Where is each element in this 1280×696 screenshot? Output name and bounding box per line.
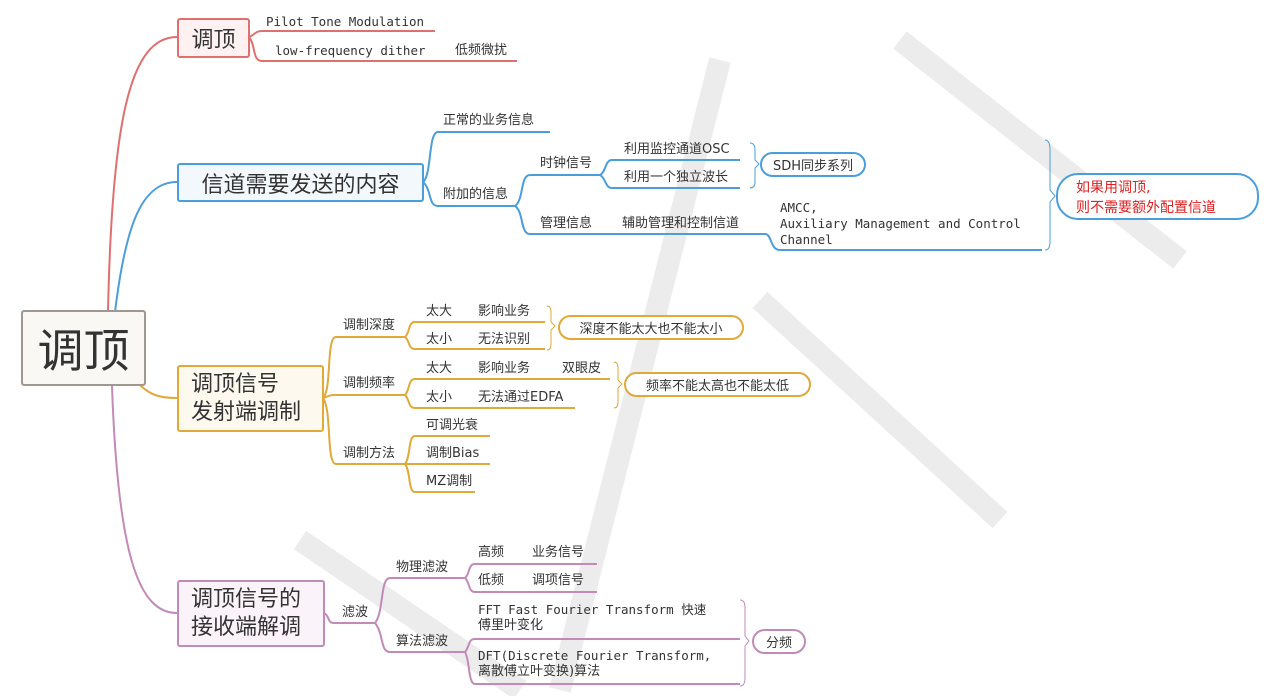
- amcc-line: Channel: [780, 232, 833, 247]
- node-high-freq-signal[interactable]: 业务信号: [532, 545, 585, 560]
- node-freq-too-low-effect[interactable]: 无法通过EDFA: [478, 390, 564, 405]
- node-management-info[interactable]: 管理信息: [540, 216, 593, 231]
- node-filter[interactable]: 滤波: [342, 605, 369, 620]
- dft-line: 离散傅立叶变换)算法: [478, 664, 601, 679]
- summary-frequency-split[interactable]: 分频: [752, 629, 806, 654]
- topic-channel-content[interactable]: 信道需要发送的内容: [177, 163, 424, 202]
- node-freq-too-high-effect[interactable]: 影响业务: [478, 361, 531, 376]
- node-high-freq[interactable]: 高频: [478, 545, 505, 560]
- node-mod-depth[interactable]: 调制深度: [343, 318, 396, 333]
- node-depth-too-small-effect[interactable]: 无法识别: [478, 332, 531, 347]
- node-depth-too-small[interactable]: 太小: [426, 332, 453, 347]
- summary-label: 频率不能太高也不能太低: [645, 379, 789, 394]
- node-algo-filter[interactable]: 算法滤波: [396, 634, 449, 649]
- node-mz[interactable]: MZ调制: [426, 474, 473, 489]
- node-depth-too-big-effect[interactable]: 影响业务: [478, 304, 531, 319]
- root-topic[interactable]: 调顶: [21, 310, 146, 386]
- node-separate-wavelength[interactable]: 利用一个独立波长: [624, 170, 729, 185]
- summary-frequency[interactable]: 频率不能太高也不能太低: [624, 372, 811, 397]
- topic-pilot-tone[interactable]: 调顶: [177, 18, 250, 58]
- node-low-frequency-dither[interactable]: low-frequency dither: [275, 43, 426, 58]
- node-low-freq-signal[interactable]: 调项信号: [532, 573, 585, 588]
- amcc-line: Auxiliary Management and Control: [780, 216, 1021, 231]
- note-line: 则不需要额外配置信道: [1076, 199, 1216, 216]
- summary-label: SDH同步系列: [772, 159, 854, 174]
- summary-note[interactable]: 如果用调顶, 则不需要额外配置信道: [1056, 173, 1259, 220]
- node-fft[interactable]: FFT Fast Fourier Transform 快速 傅里叶变化: [478, 602, 706, 634]
- note-line: 如果用调顶,: [1076, 179, 1151, 196]
- node-depth-too-big[interactable]: 太大: [426, 304, 453, 319]
- node-dft[interactable]: DFT(Discrete Fourier Transform, 离散傅立叶变换)…: [478, 648, 711, 680]
- amcc-line: AMCC,: [780, 200, 818, 215]
- topic-label: 调顶信号: [191, 371, 280, 397]
- node-mod-method[interactable]: 调制方法: [343, 446, 396, 461]
- node-freq-too-high[interactable]: 太大: [426, 361, 453, 376]
- node-physical-filter[interactable]: 物理滤波: [396, 560, 449, 575]
- node-freq-too-low[interactable]: 太小: [426, 390, 453, 405]
- node-amcc-cn[interactable]: 辅助管理和控制信道: [622, 216, 740, 231]
- summary-sdh[interactable]: SDH同步系列: [760, 152, 866, 177]
- node-amcc[interactable]: AMCC, Auxiliary Management and Control C…: [780, 200, 1021, 248]
- fft-line: 傅里叶变化: [478, 618, 544, 633]
- root-topic-label: 调顶: [37, 324, 130, 378]
- node-normal-traffic[interactable]: 正常的业务信息: [443, 113, 535, 128]
- node-extra-info[interactable]: 附加的信息: [443, 187, 509, 202]
- topic-label: 发射端调制: [191, 399, 302, 425]
- node-pilot-tone-modulation[interactable]: Pilot Tone Modulation: [266, 14, 425, 29]
- summary-label: 分频: [765, 636, 792, 651]
- node-double-eyelid[interactable]: 双眼皮: [562, 361, 602, 376]
- topic-label: 信道需要发送的内容: [201, 172, 400, 198]
- node-low-freq[interactable]: 低频: [478, 573, 505, 588]
- node-osc[interactable]: 利用监控通道OSC: [624, 142, 730, 157]
- node-bias[interactable]: 调制Bias: [426, 446, 480, 461]
- topic-rx-demodulation[interactable]: 调顶信号的 接收端解调: [177, 580, 325, 647]
- node-clock-signal[interactable]: 时钟信号: [540, 156, 593, 171]
- fft-line: FFT Fast Fourier Transform 快速: [478, 602, 707, 617]
- topic-label: 调顶信号的: [191, 586, 302, 612]
- node-mod-frequency[interactable]: 调制频率: [343, 376, 396, 391]
- summary-depth[interactable]: 深度不能太大也不能太小: [558, 315, 744, 340]
- topic-label: 调顶: [191, 28, 236, 53]
- topic-label: 接收端解调: [191, 614, 302, 640]
- summary-label: 深度不能太大也不能太小: [579, 322, 723, 337]
- dft-line: DFT(Discrete Fourier Transform,: [478, 648, 712, 663]
- node-low-frequency-dither-cn[interactable]: 低频微扰: [455, 43, 508, 58]
- node-voa[interactable]: 可调光衰: [426, 418, 479, 433]
- topic-tx-modulation[interactable]: 调顶信号 发射端调制: [177, 365, 324, 432]
